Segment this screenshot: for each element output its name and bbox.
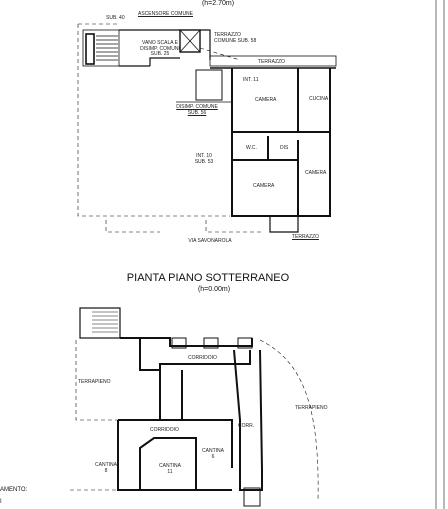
label-int10: INT. 10 SUB. 53	[194, 153, 214, 165]
upper-height-note: (h=2.70m)	[201, 0, 235, 7]
label-terrazzo-bottom: TERRAZZO	[292, 234, 319, 240]
label-cantina11: CANTINA 11	[159, 463, 181, 475]
apartment-walls-upper	[231, 68, 331, 217]
basement-height-note: (h=0.00m)	[197, 286, 231, 293]
label-wc: W.C.	[246, 145, 257, 151]
label-terrapieno-right: TERRAPIENO	[295, 405, 328, 411]
basement-title: PIANTA PIANO SOTTERRANEO	[126, 272, 290, 284]
label-cantina8: CANTINA 8	[95, 462, 117, 474]
label-cucina: CUCINA	[309, 96, 329, 102]
label-int11: INT. 11	[243, 77, 259, 83]
label-camera-b: CAMERA	[253, 183, 275, 189]
label-cantina6: CANTINA 6	[202, 448, 224, 460]
label-disimp-comune: DISIMP. COMUNE SUB. 56	[176, 104, 218, 116]
label-terrazzo-comune: TERRAZZO COMUNE SUB. 58	[214, 32, 257, 44]
label-camera-c: CAMERA	[305, 170, 327, 176]
lift-shaft-upper	[179, 29, 201, 53]
label-camera-a: CAMERA	[255, 97, 277, 103]
label-vano-scala: VANO SCALA E DISIMP. COMUNI SUB. 25	[140, 40, 180, 57]
label-corridoio-b: CORRIDOIO	[150, 427, 179, 433]
label-ascensore: ASCENSORE COMUNE	[138, 11, 194, 17]
label-via: VIA SAVONAROLA	[188, 238, 232, 244]
label-terrazzo-top: TERRAZZO	[258, 59, 285, 65]
label-dis: DIS	[280, 145, 289, 151]
basement-walls	[70, 307, 319, 507]
label-terrapieno-left: TERRAPIENO	[78, 379, 111, 385]
label-corridoio-a: CORRIDOIO	[188, 355, 217, 361]
margin-text-1: AMENTO:	[0, 487, 28, 493]
label-sub40: SUB. 40	[106, 15, 125, 21]
label-corr: CORR.	[238, 423, 255, 429]
stair-block-upper	[82, 29, 120, 67]
margin-text-2: I	[0, 499, 2, 505]
